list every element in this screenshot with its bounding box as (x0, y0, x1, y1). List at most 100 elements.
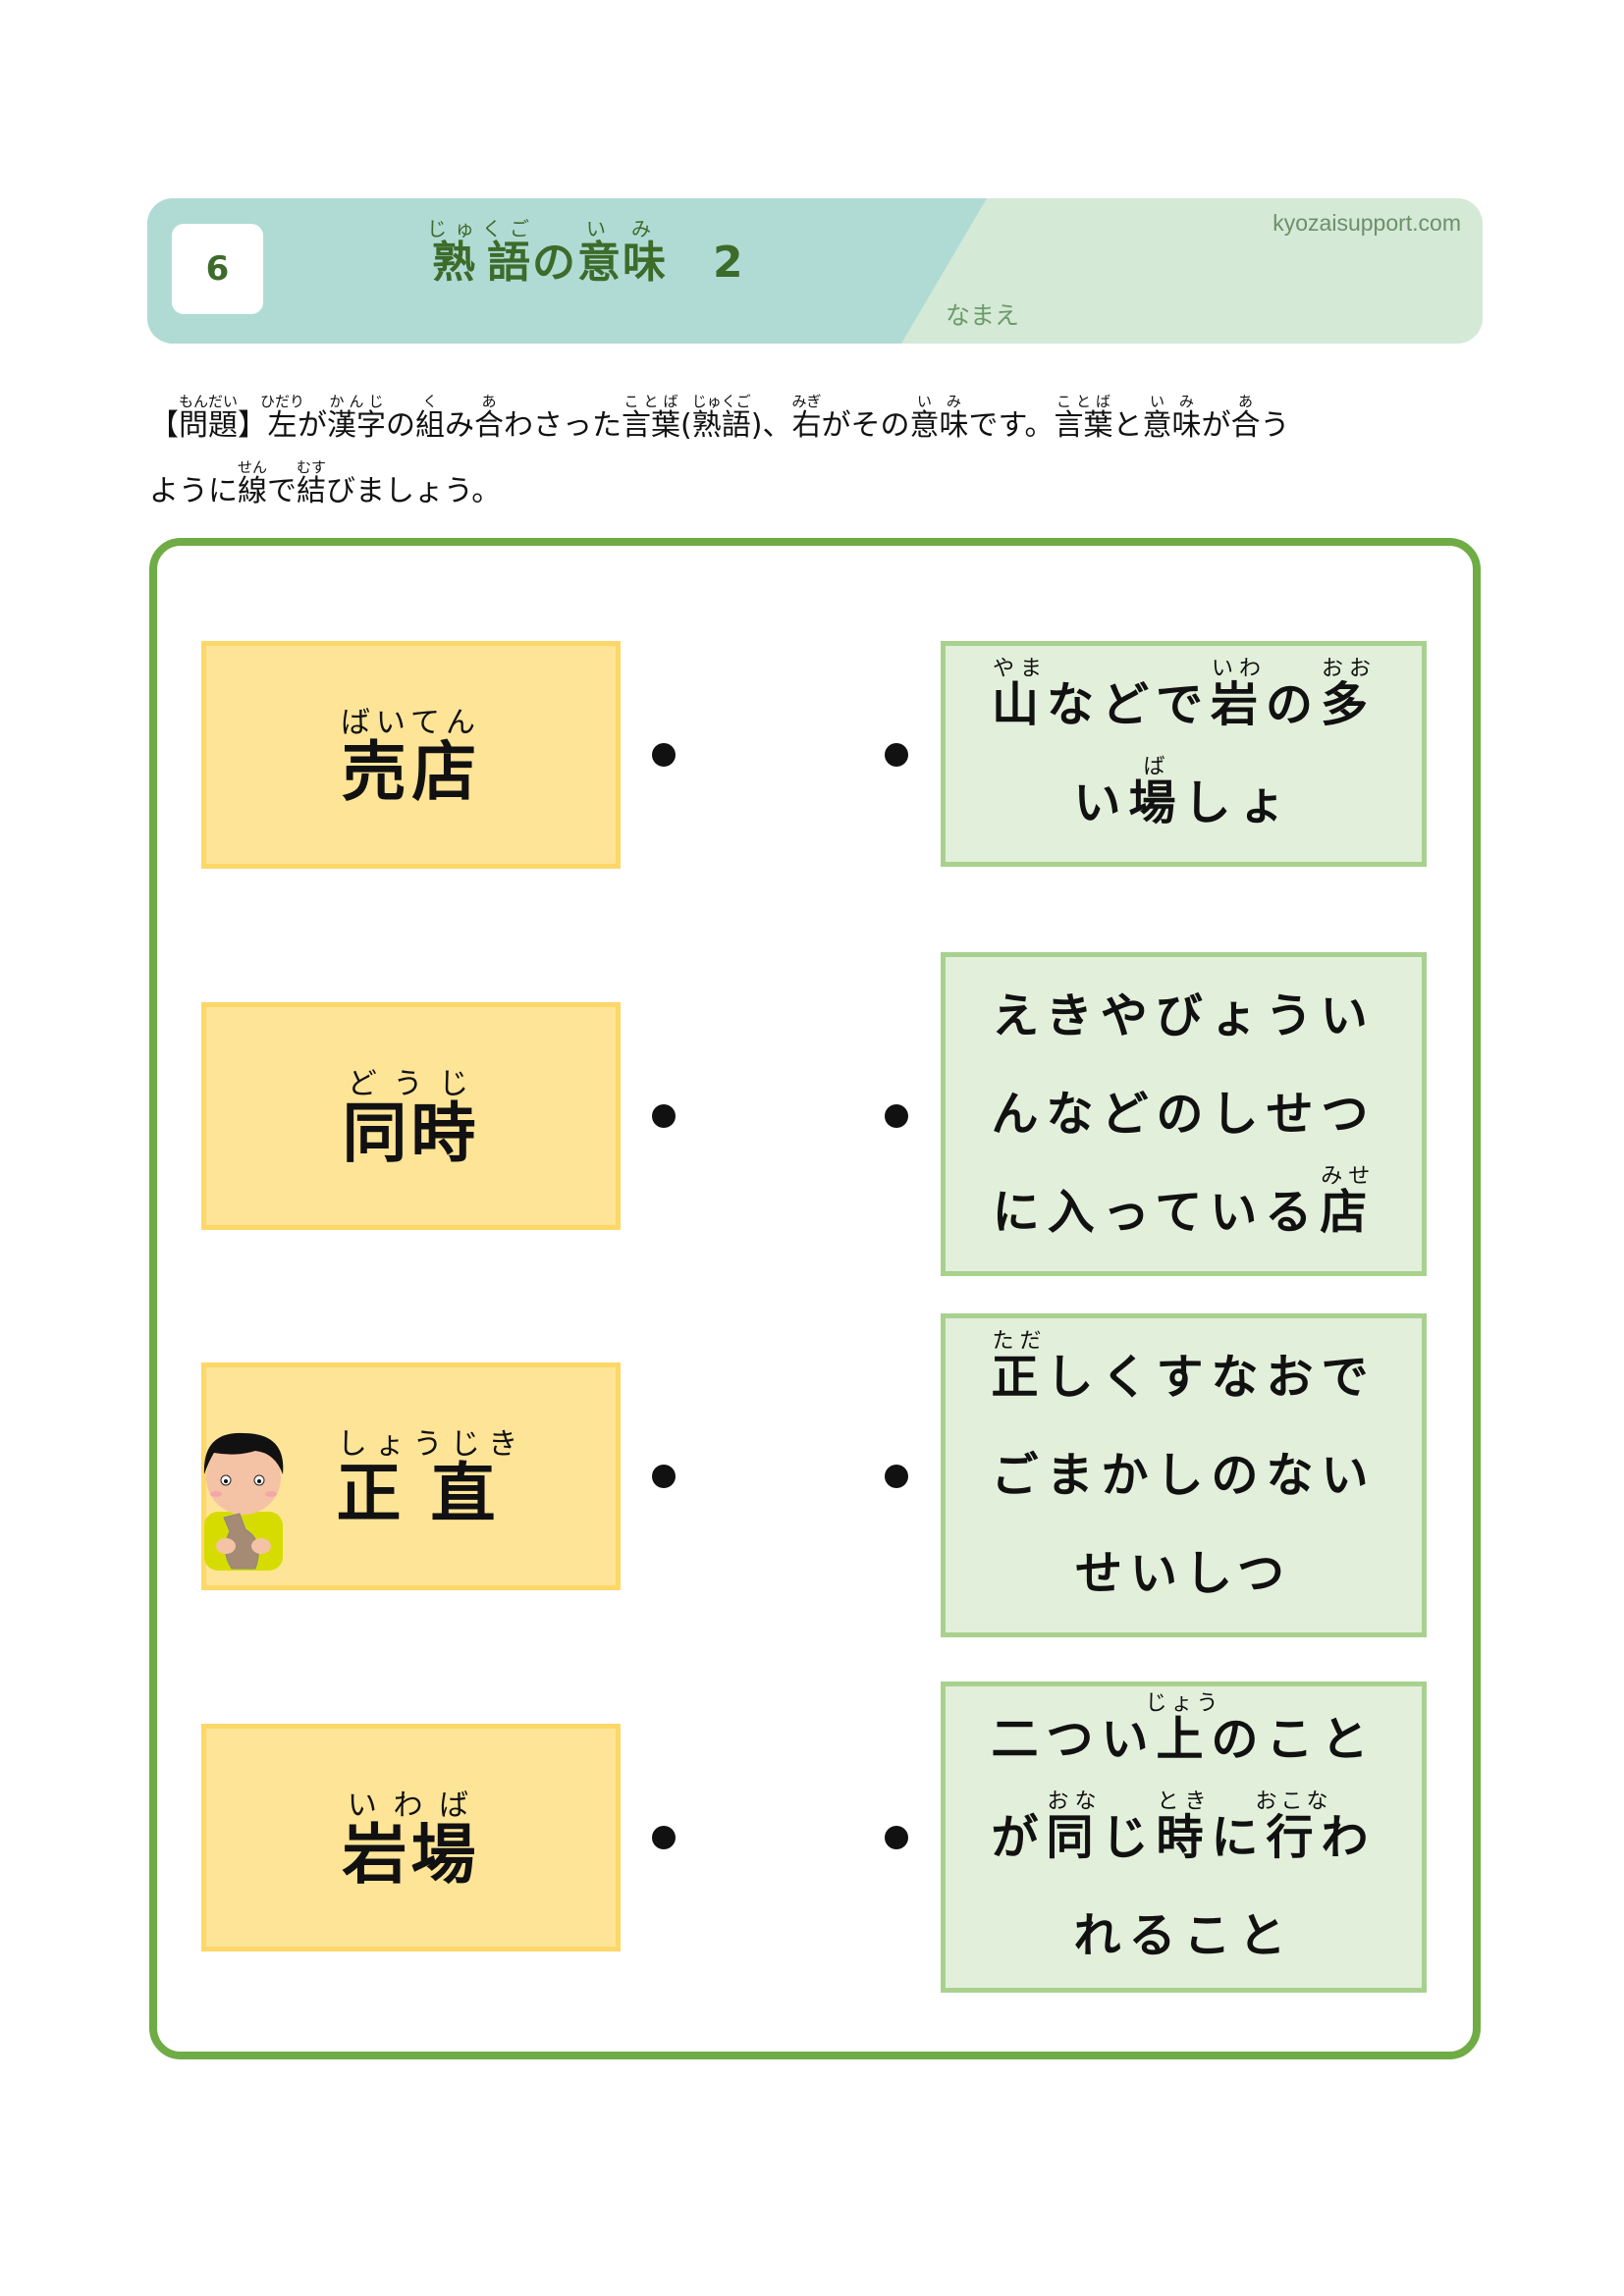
furigana: ことば (622, 393, 680, 410)
ruby-base: 岩場 (342, 1817, 480, 1893)
furigana: おお (1321, 657, 1377, 681)
furigana: いみ (909, 393, 969, 410)
furigana: みせ (1320, 1164, 1376, 1189)
ruby-word: 意味いみ (909, 393, 968, 443)
word-connect-dot[interactable] (652, 1104, 676, 1128)
ruby-word: 漢字かんじ (327, 393, 386, 443)
word-connect-dot[interactable] (652, 1826, 676, 1849)
meaning-card: 正ただしくすなおで ごまかしのない せいしつ (941, 1313, 1427, 1637)
meaning-line: い場ばしょ (1073, 754, 1293, 852)
ruby-word: 線せん (238, 458, 267, 508)
word-connect-dot[interactable] (652, 1465, 676, 1488)
text-segment: の (386, 408, 416, 443)
ruby-base: 言葉 (622, 408, 681, 443)
furigana: じゅくご (427, 217, 537, 240)
ruby-word: 問題もんだい (179, 393, 239, 443)
word-card: 同時どうじ (201, 1002, 621, 1230)
ruby-word: 正直しょうじき (336, 1427, 525, 1531)
ruby-word: 店みせ (1320, 1164, 1376, 1240)
site-label: kyozaisupport.com (1272, 210, 1461, 236)
text-segment: の (1266, 677, 1322, 732)
text-segment: に入っている (992, 1185, 1321, 1240)
meaning-card: 山やまなどで岩いわの多おお い場ばしょ (941, 641, 1427, 867)
text-segment: に (1211, 1809, 1267, 1865)
ruby-base: 言葉 (1054, 408, 1113, 443)
ruby-word: 合あ (474, 393, 504, 443)
worksheet-header: 6 熟語じゅくごの意味いみ 2 kyozaisupport.com なまえ (147, 198, 1483, 344)
word-card: 岩場いわば (201, 1724, 621, 1951)
word: 岩場いわば (343, 1789, 480, 1896)
text-segment: がその (821, 408, 910, 443)
furigana: おな (1046, 1789, 1102, 1814)
ruby-word: 山やま (991, 657, 1047, 732)
ruby-word: 岩場いわば (342, 1789, 480, 1893)
instructions: 【問題もんだい】左ひだりが漢字かんじの組くみ合あわさった言葉ことば(熟語じゅくご… (149, 393, 1504, 524)
ruby-word: 意味いみ (1142, 393, 1201, 443)
furigana: もんだい (179, 393, 239, 410)
furigana: やま (991, 657, 1047, 681)
text-segment: で (267, 474, 297, 508)
ruby-base: 場 (1128, 775, 1184, 830)
text-segment: んなどのしせつ (991, 1087, 1377, 1142)
meaning-line: が同おなじ時ときに行おこなわ (991, 1789, 1376, 1887)
text-segment: 【 (149, 408, 179, 443)
ruby-word: 右みぎ (791, 393, 822, 443)
text-segment: 二つい (991, 1711, 1157, 1767)
ruby-base: 売店 (340, 734, 482, 810)
ruby-word: 多おお (1321, 657, 1376, 732)
text-segment: です。 (968, 408, 1055, 443)
ruby-base: 店 (1320, 1185, 1376, 1240)
furigana: むす (297, 458, 327, 476)
word: 売店ばいてん (341, 706, 481, 814)
ruby-word: 熟語じゅくご (692, 393, 751, 443)
ruby-word: 岩いわ (1211, 657, 1267, 732)
meaning-connect-dot[interactable] (885, 1104, 908, 1128)
furigana: とき (1156, 1789, 1212, 1814)
exercise-frame (149, 538, 1481, 2059)
text-segment: じ (1101, 1809, 1157, 1865)
ruby-word: 言葉ことば (622, 393, 681, 443)
meaning-connect-dot[interactable] (885, 743, 908, 767)
text-segment: が (298, 408, 328, 443)
furigana: いわ (1211, 657, 1267, 681)
instruction-line: ように線せんで結むすびましょう。 (149, 458, 1504, 524)
ruby-word: 売店ばいてん (340, 706, 482, 810)
meaning-line: 山やまなどで岩いわの多おお (992, 656, 1376, 754)
furigana: ば (1128, 755, 1184, 779)
meaning-connect-dot[interactable] (885, 1465, 908, 1488)
text-segment: わさった (504, 408, 623, 443)
furigana: みぎ (791, 393, 822, 410)
meaning-line: 二つい上じょうのこと (991, 1690, 1376, 1789)
ruby-word: 組く (415, 393, 445, 443)
text-segment: み (445, 408, 475, 443)
furigana: あ (1230, 393, 1261, 410)
furigana: ひだり (260, 393, 305, 410)
ruby-base: 意味 (577, 238, 668, 288)
ruby-word: 正ただ (991, 1329, 1046, 1405)
ruby-base: 岩 (1211, 677, 1267, 732)
ruby-base: 問題 (179, 408, 239, 443)
text-segment: が (1201, 408, 1231, 443)
meaning-connect-dot[interactable] (885, 1826, 908, 1849)
instruction-line: 【問題もんだい】左ひだりが漢字かんじの組くみ合あわさった言葉ことば(熟語じゅくご… (149, 393, 1504, 458)
word-card: 売店ばいてん (201, 641, 621, 869)
ruby-base: 右 (791, 408, 822, 443)
ruby-base: 左 (260, 408, 305, 443)
ruby-base: 熟語 (427, 238, 537, 288)
text-segment: ( (680, 408, 692, 443)
furigana: ただ (991, 1329, 1047, 1354)
text-segment: 】 (238, 408, 268, 443)
text-segment: せいしつ (1074, 1546, 1293, 1601)
ruby-word: 同時どうじ (343, 1067, 480, 1171)
ruby-base: 山 (991, 677, 1047, 732)
ruby-word: 行おこな (1256, 1789, 1328, 1865)
word-connect-dot[interactable] (652, 743, 676, 767)
ruby-base: 正直 (336, 1456, 525, 1531)
ruby-base: 同 (1046, 1809, 1102, 1865)
furigana: いみ (577, 217, 668, 240)
meaning-line: えきやびょうい (992, 967, 1376, 1065)
boy-illustration (203, 1432, 284, 1571)
furigana: じゅくご (691, 393, 751, 410)
furigana: いみ (1142, 393, 1202, 410)
furigana: ばいてん (340, 706, 482, 740)
